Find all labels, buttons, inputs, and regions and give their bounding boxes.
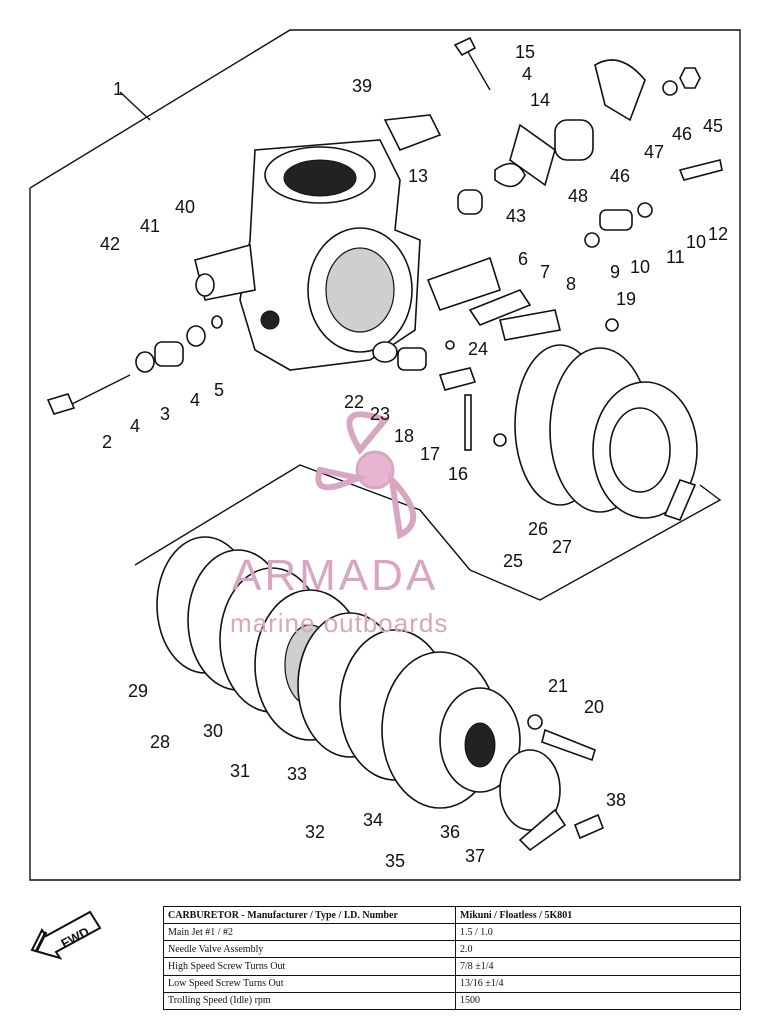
callout: 22	[344, 392, 364, 412]
callout: 17	[420, 444, 440, 464]
callout: 34	[363, 810, 383, 830]
callout: 21	[548, 676, 568, 696]
callout: 30	[203, 721, 223, 741]
callout: 15	[515, 42, 535, 62]
callout: 25	[503, 551, 523, 571]
callout: 32	[305, 822, 325, 842]
pump-cover-26-27	[514, 344, 698, 521]
pump-stack-28-37	[156, 536, 605, 852]
spec-value: 13/16 ±1/4	[455, 974, 741, 993]
needle-screw-assembly	[46, 315, 223, 415]
callout: 9	[610, 262, 620, 282]
callout: 7	[540, 262, 550, 282]
callout: 41	[140, 216, 160, 236]
callout: 6	[518, 249, 528, 269]
callout: 36	[440, 822, 460, 842]
callout: 33	[287, 764, 307, 784]
callout: 14	[530, 90, 550, 110]
spec-row: Main Jet #1 / #2 1.5 / 1.0	[163, 923, 741, 942]
callout: 39	[352, 76, 372, 96]
spec-value: 1.5 / 1.0	[455, 923, 741, 942]
callout: 29	[128, 681, 148, 701]
callout: 2	[102, 432, 112, 452]
callout: 13	[408, 166, 428, 186]
callout: 4	[522, 64, 532, 84]
watermark-subtitle: marine outboards	[230, 608, 448, 638]
spec-row: Needle Valve Assembly 2.0	[163, 940, 741, 959]
assembly-outline	[29, 29, 741, 881]
callout: 27	[552, 537, 572, 557]
callout: 20	[584, 697, 604, 717]
callout: 1	[113, 79, 123, 99]
plates-6-7-8	[426, 256, 561, 341]
spec-label: High Speed Screw Turns Out	[163, 957, 456, 976]
callout: 3	[160, 404, 170, 424]
fwd-arrow-icon: FWD	[30, 910, 102, 960]
callout: 35	[385, 851, 405, 871]
callout: 42	[100, 234, 120, 254]
spec-label: Trolling Speed (Idle) rpm	[163, 991, 456, 1011]
spec-header-row: CARBURETOR - Manufacturer / Type / I.D. …	[163, 905, 741, 925]
callout: 19	[616, 289, 636, 309]
callout: 5	[214, 380, 224, 400]
watermark-title: ARMADA	[232, 551, 438, 600]
callout: 46	[672, 124, 692, 144]
small-parts-16-24	[372, 318, 619, 451]
callout: 11	[666, 247, 685, 267]
spec-label: Low Speed Screw Turns Out	[163, 974, 456, 993]
callout: 46	[610, 166, 630, 186]
pump-group-outline	[134, 464, 471, 571]
callout: 48	[568, 186, 588, 206]
callout: 8	[566, 274, 576, 294]
callout: 28	[150, 732, 170, 752]
spec-value: 7/8 ±1/4	[455, 957, 741, 976]
leader-1	[119, 91, 151, 121]
linkage-parts	[383, 36, 723, 248]
callout: 37	[465, 846, 485, 866]
callout: 4	[130, 416, 140, 436]
spec-label: Needle Valve Assembly	[163, 940, 456, 959]
callout: 43	[506, 206, 526, 226]
spec-row: Trolling Speed (Idle) rpm 1500	[163, 991, 741, 1011]
callout: 10	[686, 232, 706, 252]
carburetor-spec-table: CARBURETOR - Manufacturer / Type / I.D. …	[163, 905, 741, 1011]
spec-label: Main Jet #1 / #2	[163, 923, 456, 942]
callout-labels: 1 2 3 4 4 4 5 6 7 8 9 10 10 11 12 13 14 …	[100, 42, 728, 871]
spec-value: 1500	[455, 991, 741, 1011]
callout: 23	[370, 404, 390, 424]
callout: 24	[468, 339, 488, 359]
callout: 45	[703, 116, 723, 136]
carburetor-exploded-diagram: ARMADA marine outboards 1 2 3 4 4 4 5 6 …	[29, 29, 741, 881]
callout: 38	[606, 790, 626, 810]
spec-label: CARBURETOR - Manufacturer / Type / I.D. …	[163, 905, 456, 925]
callout: 18	[394, 426, 414, 446]
callout: 12	[708, 224, 728, 244]
callout: 47	[644, 142, 664, 162]
pump-group-outline-2	[469, 484, 722, 601]
spec-row: Low Speed Screw Turns Out 13/16 ±1/4	[163, 974, 741, 993]
callout: 31	[230, 761, 250, 781]
callout: 40	[175, 197, 195, 217]
spec-row: High Speed Screw Turns Out 7/8 ±1/4	[163, 957, 741, 976]
callout: 10	[630, 257, 650, 277]
spec-value: 2.0	[455, 940, 741, 959]
carburetor-body	[194, 139, 421, 371]
callout: 26	[528, 519, 548, 539]
callout: 16	[448, 464, 468, 484]
spec-value: Mikuni / Floatless / 5K801	[455, 905, 741, 925]
watermark-logo: ARMADA marine outboards	[230, 411, 448, 638]
callout: 4	[190, 390, 200, 410]
